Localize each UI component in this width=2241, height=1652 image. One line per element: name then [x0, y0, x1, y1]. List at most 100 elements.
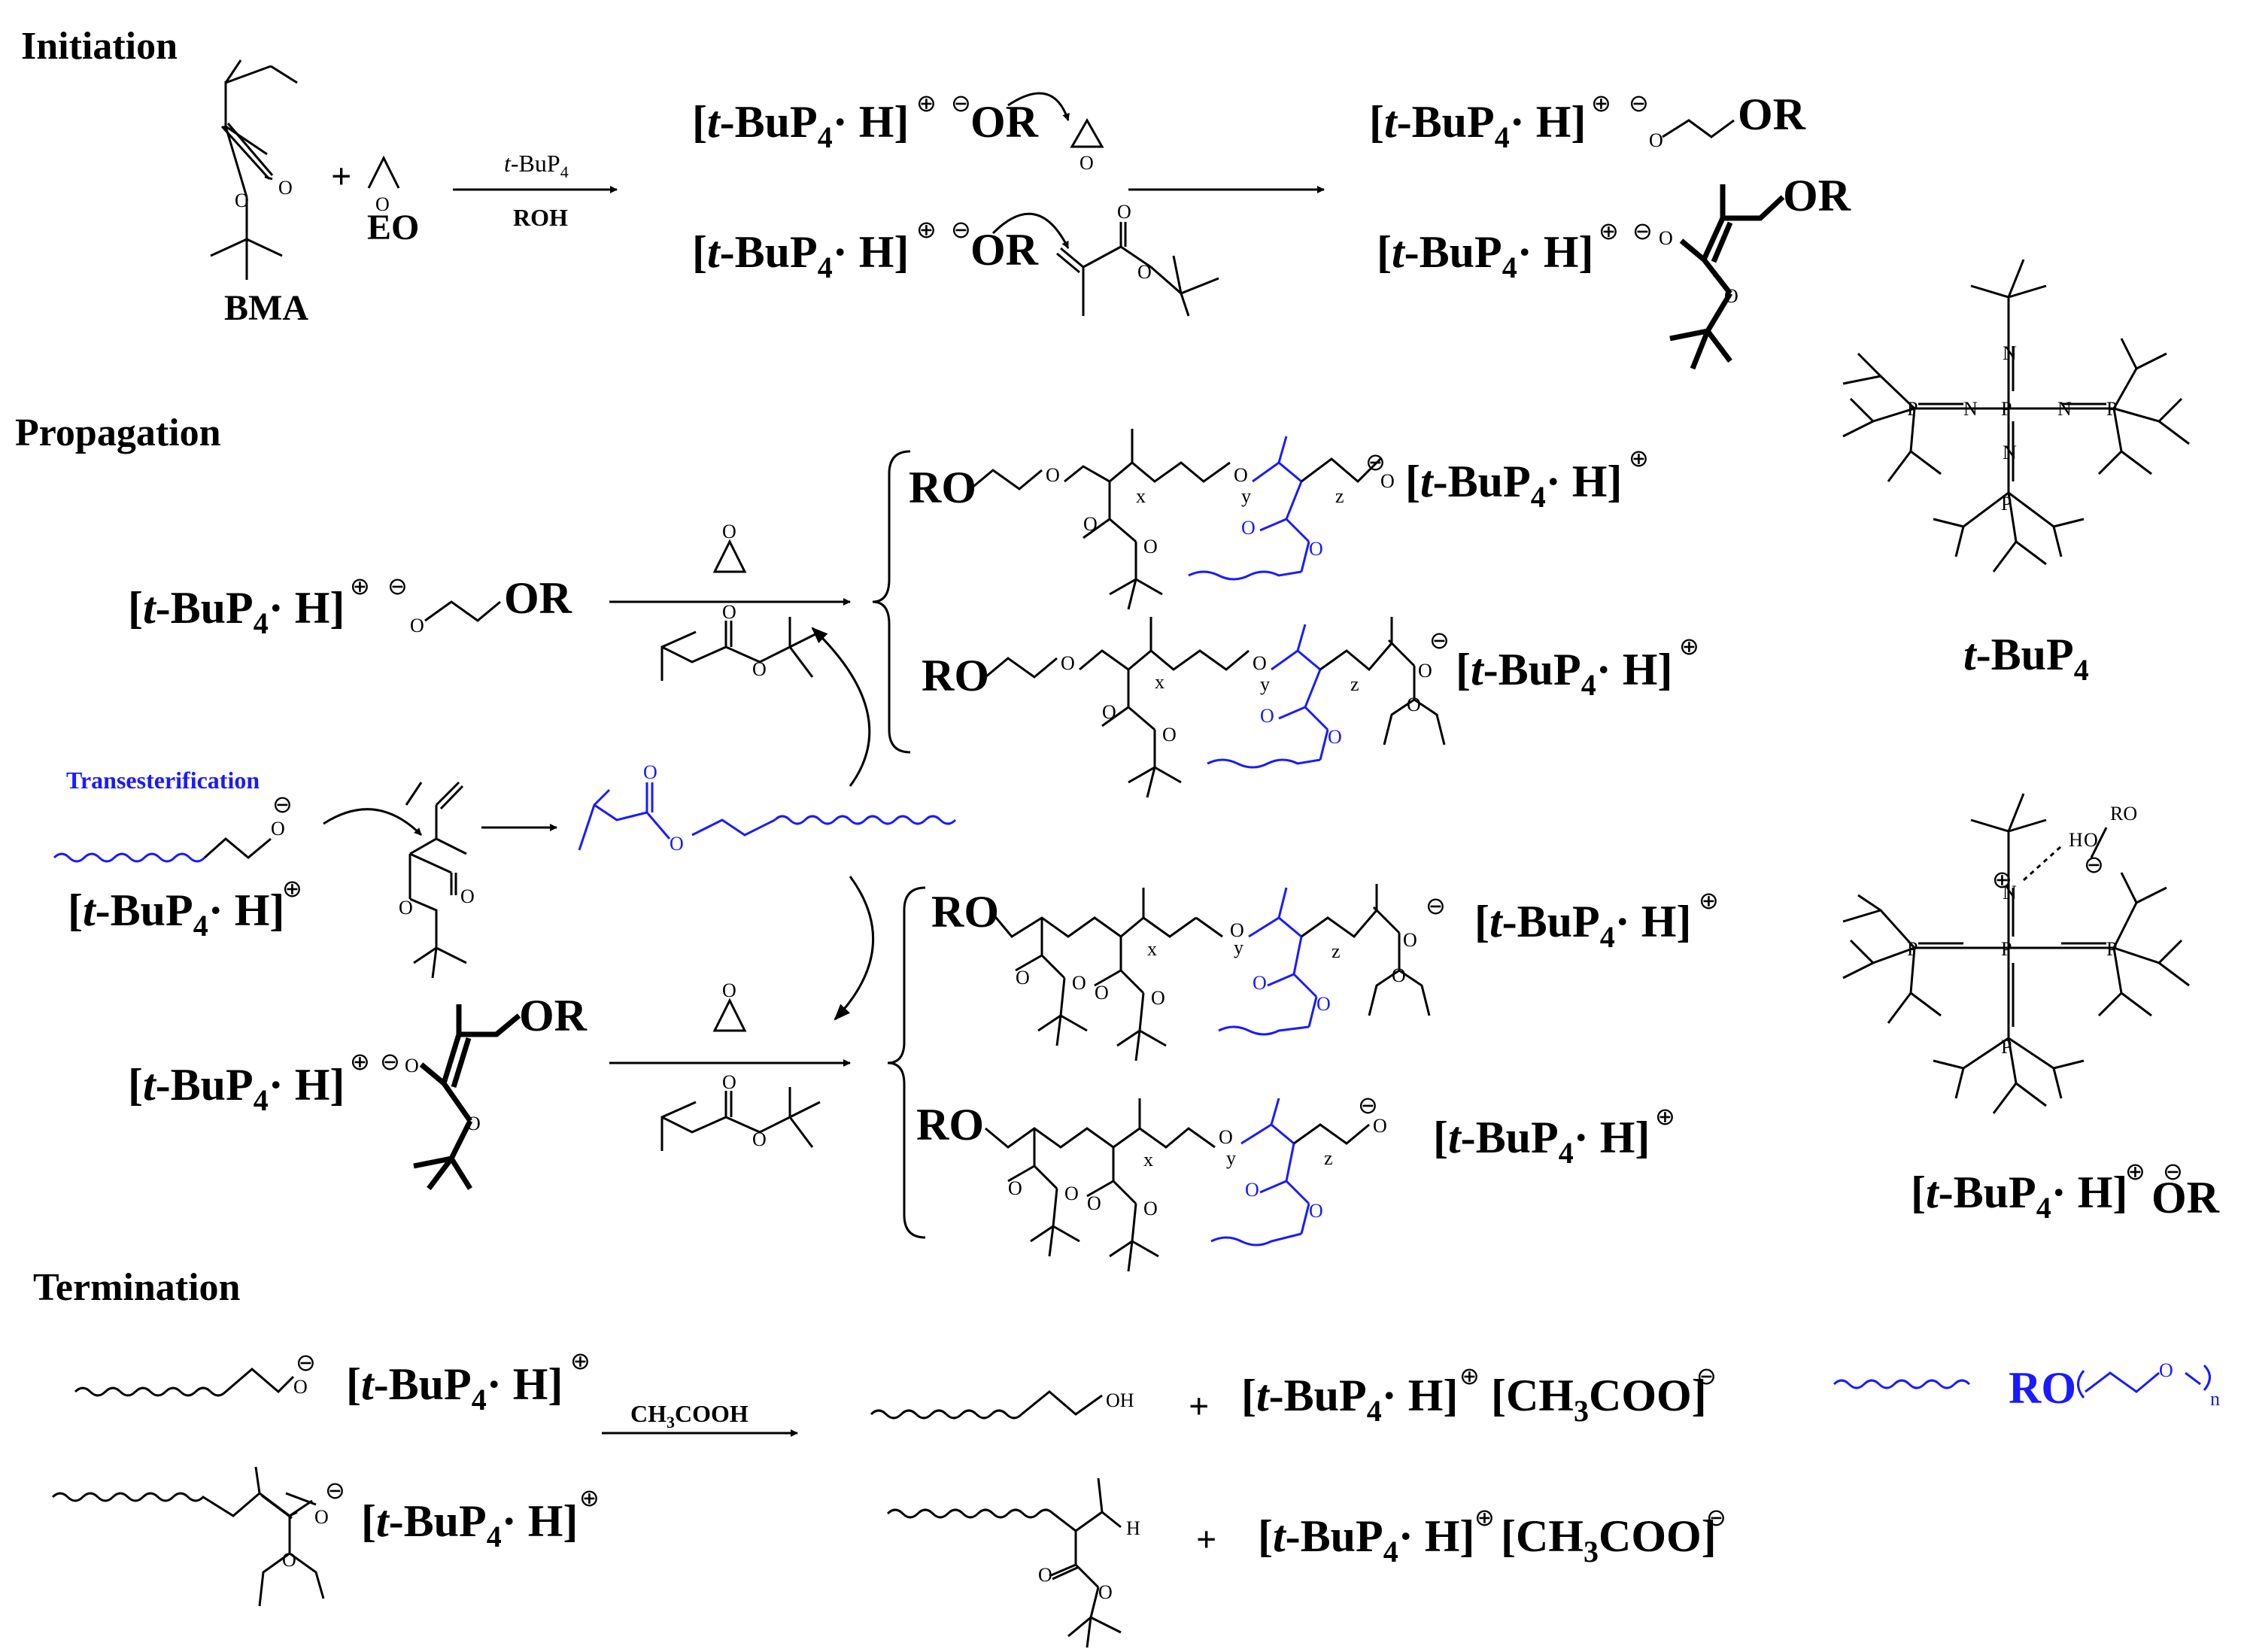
svg-text:[CH3COO]: [CH3COO]	[1491, 1371, 1707, 1428]
svg-text:O: O	[466, 1113, 481, 1134]
heading-initiation: Initiation	[21, 25, 178, 68]
svg-text:[t-BuP4· H]: [t-BuP4· H]	[1456, 645, 1672, 702]
svg-text:⊖: ⊖	[1358, 1092, 1378, 1119]
svg-text:O: O	[1380, 470, 1395, 492]
polymer-chain-2: RO O O O x O y O O z O O ⊖ [t-BuP4· H] ⊕	[922, 617, 1699, 798]
svg-text:O: O	[1072, 972, 1086, 994]
plus-sign-1: +	[331, 156, 351, 196]
svg-text:O: O	[282, 1549, 296, 1571]
svg-text:[t-BuP4· H]: [t-BuP4· H]	[692, 227, 909, 284]
svg-text:O: O	[1162, 724, 1177, 746]
svg-text:OR: OR	[2151, 1173, 2220, 1222]
roh-label: ROH	[513, 204, 568, 231]
svg-text:⊕: ⊕	[1629, 445, 1649, 472]
svg-text:⊖: ⊖	[1706, 1504, 1726, 1531]
svg-text:O: O	[1061, 652, 1075, 674]
svg-text:O: O	[1407, 694, 1421, 715]
svg-text:⊕: ⊕	[570, 1347, 591, 1374]
tbup4-label: t-BuP4	[1963, 630, 2089, 687]
ion-pair-or-1: [t-BuP4· H] ⊕ ⊖ OR O	[692, 90, 1104, 174]
svg-text:O: O	[1219, 1126, 1233, 1148]
svg-text:O: O	[1151, 987, 1165, 1009]
svg-text:z: z	[1350, 673, 1359, 695]
svg-text:O: O	[2084, 829, 2098, 851]
svg-text:O: O	[1143, 536, 1158, 557]
svg-text:O: O	[1659, 227, 1673, 249]
svg-text:⊕: ⊕	[350, 572, 370, 600]
svg-text:y: y	[1241, 485, 1251, 507]
svg-text:[t-BuP4· H]: [t-BuP4· H]	[1433, 1113, 1650, 1170]
svg-text:OH: OH	[1106, 1389, 1134, 1411]
svg-text:O: O	[1080, 152, 1094, 174]
svg-text:⊖: ⊖	[296, 1349, 316, 1376]
svg-text:⊕: ⊕	[1992, 866, 2012, 893]
svg-text:OR: OR	[519, 991, 588, 1040]
svg-text:O: O	[1392, 964, 1406, 986]
polymer-chain-1: RO O O O x O y O O z ⊖ O [t-BuP4· H] ⊕	[909, 429, 1649, 610]
svg-text:O: O	[314, 1506, 329, 1528]
svg-text:O: O	[1260, 705, 1274, 727]
svg-text:[t-BuP4· H]: [t-BuP4· H]	[361, 1496, 578, 1553]
svg-text:⊕: ⊕	[1679, 633, 1699, 660]
svg-text:O: O	[1137, 261, 1152, 283]
svg-text:⊖: ⊖	[2084, 851, 2104, 878]
svg-text:O: O	[643, 761, 657, 783]
svg-text:⊕: ⊕	[1699, 887, 1719, 914]
svg-text:P: P	[1907, 398, 1918, 420]
svg-text:RO: RO	[916, 1100, 984, 1149]
svg-text:O: O	[1016, 967, 1030, 988]
svg-text:O: O	[1095, 982, 1109, 1004]
bma-label: BMA	[224, 288, 308, 328]
svg-text:O: O	[1418, 660, 1432, 682]
svg-text:O: O	[1230, 919, 1244, 941]
svg-text:x: x	[1136, 485, 1146, 507]
svg-text:P: P	[2001, 398, 2012, 420]
svg-text:O: O	[1241, 517, 1256, 539]
svg-text:⊕: ⊕	[1591, 90, 1611, 117]
svg-text:⊖: ⊖	[325, 1477, 345, 1504]
svg-text:⊕: ⊕	[282, 875, 302, 902]
svg-text:OR: OR	[504, 573, 572, 623]
initiation-product-1: [t-BuP4· H] ⊕ ⊖ O OR	[1369, 90, 1806, 154]
svg-text:P: P	[2106, 398, 2117, 420]
alkoxide-or: OR	[970, 97, 1039, 147]
svg-text:⊖: ⊖	[387, 572, 408, 600]
svg-text:O: O	[752, 658, 767, 680]
svg-text:y: y	[1226, 1147, 1236, 1169]
svg-text:y: y	[1234, 937, 1243, 958]
svg-text:RO: RO	[931, 887, 999, 937]
svg-text:x: x	[1143, 1149, 1153, 1171]
svg-text:⊕: ⊕	[916, 216, 937, 243]
curved-arrow-down	[834, 876, 875, 1021]
polymer-chain-4: RO O O O O x O y O O z ⊖ O [t-BuP4· H] ⊕	[916, 1092, 1675, 1272]
macromonomer-structure: O O	[578, 761, 957, 855]
legend-ro: RO	[2009, 1363, 2076, 1413]
svg-text:RO: RO	[2110, 803, 2137, 824]
svg-text:z: z	[1324, 1147, 1333, 1169]
plus-sign-3: +	[1196, 1520, 1216, 1559]
svg-text:OR: OR	[1738, 90, 1806, 139]
svg-text:[t-BuP4· H]: [t-BuP4· H]	[1369, 97, 1586, 154]
svg-text:H: H	[1126, 1517, 1140, 1539]
svg-text:⊕: ⊕	[1459, 1362, 1480, 1389]
svg-text:[t-BuP4· H]: [t-BuP4· H]	[128, 1060, 345, 1117]
termination-reactant-2: O ⊖ O [t-BuP4· H] ⊕	[51, 1466, 600, 1607]
svg-text:O: O	[460, 885, 475, 907]
eo-reagent-2	[712, 998, 747, 1032]
legend-n: n	[2210, 1388, 2220, 1410]
svg-text:z: z	[1335, 485, 1344, 507]
svg-text:O: O	[1064, 1183, 1079, 1204]
svg-text:[t-BuP4· H]: [t-BuP4· H]	[1405, 457, 1622, 514]
svg-text:O: O	[1309, 538, 1323, 560]
svg-text:O: O	[752, 1128, 767, 1150]
svg-text:RO: RO	[909, 463, 976, 512]
svg-text:⊖: ⊖	[1696, 1362, 1717, 1389]
svg-text:⊖: ⊖	[1629, 90, 1649, 117]
svg-text:P: P	[2001, 1036, 2012, 1058]
svg-text:[t-BuP4· H]: [t-BuP4· H]	[346, 1359, 563, 1417]
svg-text:O: O	[293, 1376, 308, 1398]
svg-text:O: O	[1234, 464, 1248, 486]
propagation-reactant-2: [t-BuP4· H] ⊕ ⊖ O OR O	[128, 991, 588, 1191]
